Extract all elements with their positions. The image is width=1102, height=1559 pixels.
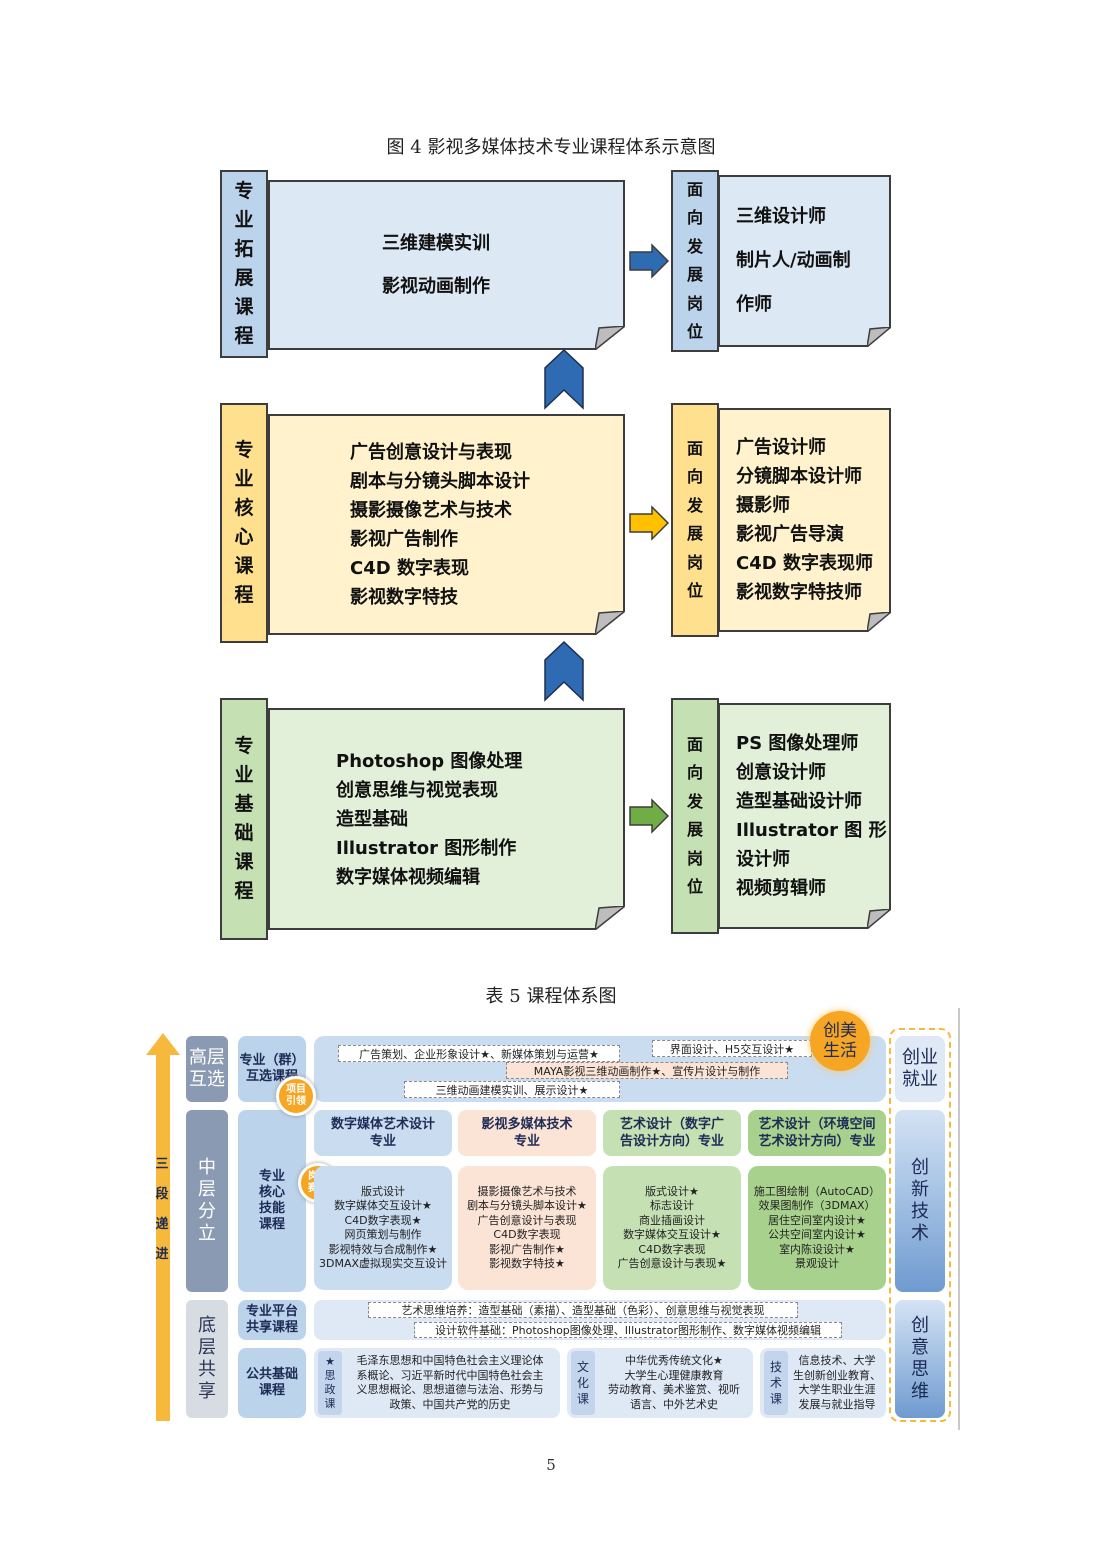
- table-border: [958, 1008, 960, 1430]
- career-item: 制片人/动画制: [736, 250, 851, 271]
- course-item: 影视数字特技: [350, 586, 458, 608]
- course-item: 剧本与分镜头脚本设计: [350, 470, 530, 492]
- course-item: 影视广告制作: [350, 528, 458, 550]
- career-label: 面向发展岗位: [671, 170, 719, 352]
- figure-caption: 图 4 影视多媒体技术专业课程体系示意图: [386, 137, 716, 158]
- course-item: Photoshop 图像处理: [336, 750, 523, 772]
- platform-pill: 设计软件基础：Photoshop图像处理、Illustrator图形制作、数字媒…: [414, 1322, 842, 1338]
- culture-course-group: [567, 1348, 753, 1418]
- table-caption: 表 5 课程体系图: [485, 986, 617, 1007]
- course-list-box: Photoshop 图像处理创意思维与视觉表现造型基础 Illustrator 图…: [268, 708, 625, 930]
- career-label: 面向发展岗位: [671, 698, 719, 934]
- course-list-box: 三维建模实训影视动画制作: [268, 180, 625, 350]
- create-beauty-badge: 创美生活: [810, 1011, 870, 1071]
- tier-low-label: 底层共享: [186, 1300, 228, 1418]
- career-label: 面向发展岗位: [671, 403, 719, 637]
- course-item: 摄影摄像艺术与技术: [350, 499, 512, 521]
- folded-corner-icon: [867, 327, 891, 347]
- page-number: 5: [546, 1456, 556, 1474]
- course-item: C4D 数字表现: [350, 557, 469, 579]
- career-item: 摄影师: [736, 495, 790, 516]
- folded-corner-icon: [867, 612, 891, 632]
- course-item: Illustrator 图形制作: [336, 837, 517, 859]
- elective-pill: MAYA影视三维动画制作★、宣传片设计与制作: [506, 1062, 788, 1079]
- course-item: 三维建模实训: [382, 233, 490, 254]
- progression-label: 三段递进: [155, 1157, 169, 1262]
- elective-pill: 广告策划、企业形象设计★、新媒体策划与运营★: [338, 1045, 620, 1062]
- folded-corner-icon: [595, 611, 625, 635]
- career-item: 广告设计师: [736, 437, 826, 458]
- progression-arrow-icon: [146, 1033, 180, 1421]
- career-item: 三维设计师: [736, 206, 826, 227]
- career-item: C4D 数字表现师: [736, 553, 873, 574]
- innovation-label: 创新技术: [895, 1110, 945, 1292]
- elective-pill: 三维动画建模实训、展示设计★: [404, 1081, 620, 1098]
- career-item: 影视数字特技师: [736, 582, 862, 603]
- elective-pill: 界面设计、H5交互设计★: [652, 1040, 812, 1057]
- culture-course-tag: 文化课: [571, 1351, 595, 1415]
- entrepreneurship-label: 创业就业: [895, 1036, 945, 1102]
- tech-course-tag: 技术课: [764, 1351, 788, 1415]
- culture-course-text: 中华优秀传统文化★大学生心理健康教育劳动教育、美术鉴赏、视听语言、中外艺术史: [608, 1354, 740, 1411]
- career-list-box: 三维设计师制片人/动画制作师: [718, 175, 891, 347]
- major-digital-media: 数字媒体艺术设计专业: [314, 1110, 452, 1156]
- folded-corner-icon: [595, 906, 625, 930]
- right-column-frame: [889, 1028, 951, 1422]
- career-list-box: PS 图像处理师创意设计师造型基础设计师 Illustrator 图 形设计师视频…: [718, 703, 891, 929]
- major-digital-advertising: 艺术设计（数字广告设计方向）专业: [603, 1110, 741, 1156]
- career-item: PS 图像处理师: [736, 733, 859, 754]
- creative-thinking-label: 创意思维: [895, 1300, 945, 1418]
- up-arrow-icon: [544, 348, 584, 410]
- career-list-box: 广告设计师分镜脚本设计师摄影师影视广告导演 C4D 数字表现师影视数字特技师: [718, 408, 891, 632]
- course-item: 广告创意设计与表现: [350, 441, 512, 463]
- course-tier-label: 专业拓展课程: [220, 170, 268, 358]
- public-courses-label: 公共基础课程: [238, 1348, 306, 1418]
- course-tier-label: 专业基础课程: [220, 698, 268, 940]
- tier-high-label: 高层互选: [186, 1036, 228, 1102]
- right-arrow-icon: [629, 798, 670, 834]
- folded-corner-icon: [595, 326, 625, 350]
- ideology-course-text: 毛泽东思想和中国特色社会主义理论体系概论、习近平新时代中国特色社会主义思想概论、…: [356, 1354, 544, 1411]
- core-courses-card: 施工图绘制（AutoCAD）效果图制作（3DMAX）居住空间室内设计★公共空间室…: [748, 1166, 886, 1290]
- tier-mid-label: 中层分立: [186, 1110, 228, 1292]
- career-item: 分镜脚本设计师: [736, 466, 862, 487]
- core-skill-courses-label: 专业核心技能课程: [238, 1110, 306, 1292]
- tech-course-text: 信息技术、大学生创新创业教育、大学生职业生涯发展与就业指导: [793, 1354, 881, 1411]
- right-arrow-icon: [629, 505, 670, 541]
- career-item: 影视广告导演: [736, 524, 844, 545]
- course-tier-label: 专业核心课程: [220, 403, 268, 643]
- career-item: 视频剪辑师: [736, 878, 826, 899]
- career-item: 作师: [736, 294, 772, 315]
- major-environmental-design: 艺术设计（环境空间艺术设计方向）专业: [748, 1110, 886, 1156]
- course-list-box: 广告创意设计与表现剧本与分镜头脚本设计摄影摄像艺术与技术影视广告制作 C4D 数字…: [268, 414, 625, 635]
- right-arrow-icon: [629, 243, 670, 279]
- platform-pill: 艺术思维培养：造型基础（素描）、造型基础（色彩）、创意思维与视觉表现: [368, 1302, 798, 1318]
- career-item: Illustrator 图 形: [736, 820, 887, 841]
- course-item: 影视动画制作: [382, 276, 490, 297]
- course-item: 数字媒体视频编辑: [336, 866, 480, 888]
- up-arrow-icon: [544, 640, 584, 702]
- project-led-badge: 项目引领: [276, 1076, 316, 1116]
- career-item: 造型基础设计师: [736, 791, 862, 812]
- platform-courses-label: 专业平台共享课程: [238, 1300, 306, 1340]
- core-courses-card: 版式设计数字媒体交互设计★C4D数字表现★网页策划与制作影视特效与合成制作★3D…: [314, 1166, 452, 1290]
- core-courses-card: 版式设计★标志设计商业插画设计数字媒体交互设计★C4D数字表现广告创意设计与表现…: [603, 1166, 741, 1290]
- major-film-multimedia: 影视多媒体技术专业: [458, 1110, 596, 1156]
- ideology-course-group: [314, 1348, 560, 1418]
- career-item: 创意设计师: [736, 762, 826, 783]
- folded-corner-icon: [867, 909, 891, 929]
- ideology-course-tag: ★思政课: [318, 1351, 342, 1415]
- course-item: 创意思维与视觉表现: [336, 779, 498, 801]
- course-item: 造型基础: [336, 808, 408, 830]
- career-item: 设计师: [736, 849, 790, 870]
